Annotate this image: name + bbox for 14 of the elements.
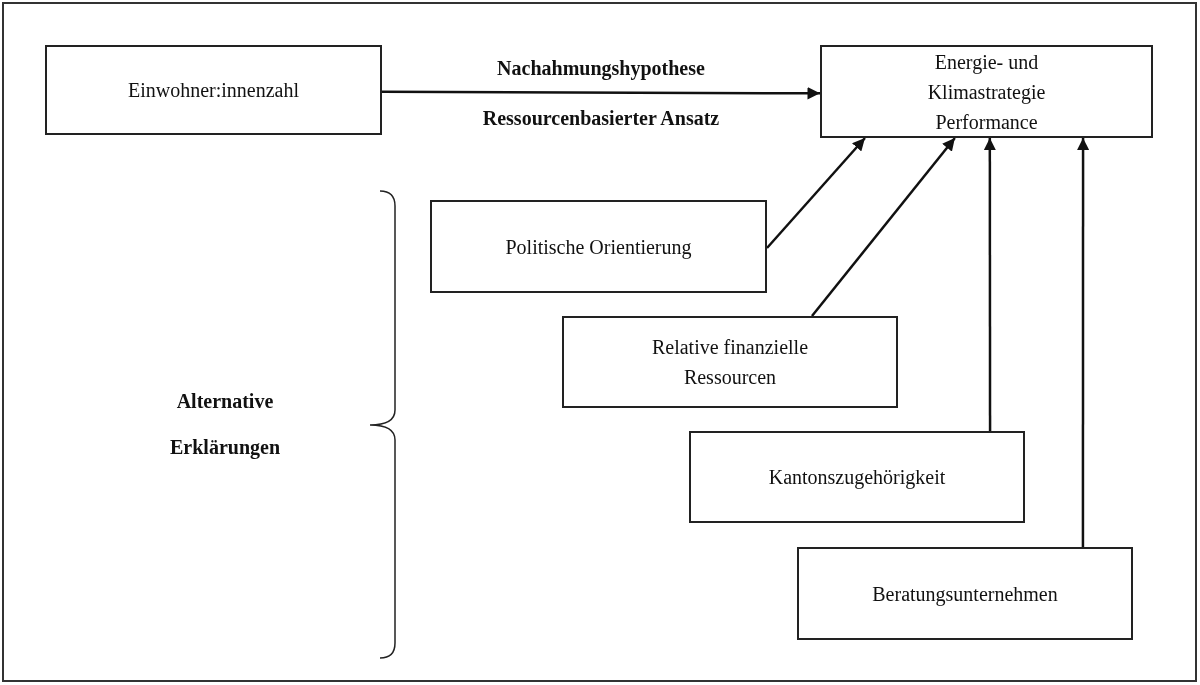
variable-box: Einwohner:innenzahl bbox=[45, 45, 382, 135]
annotation-text: Ressourcenbasierter Ansatz bbox=[481, 106, 721, 131]
variable-box: Kantonszugehörigkeit bbox=[689, 431, 1025, 523]
edge-label: Nachahmungshypothese bbox=[496, 56, 706, 82]
variable-box: Energie- und Klimastrategie Performance bbox=[820, 45, 1153, 138]
group-label: Alternative Erklärungen bbox=[169, 389, 281, 461]
variable-box: Beratungsunternehmen bbox=[797, 547, 1133, 640]
arrow bbox=[766, 137, 866, 249]
arrow bbox=[1076, 138, 1090, 547]
arrow bbox=[382, 87, 820, 100]
arrow bbox=[983, 138, 997, 431]
arrow bbox=[811, 137, 956, 317]
variable-box: Politische Orientierung bbox=[430, 200, 767, 293]
variable-box: Relative finanzielle Ressourcen bbox=[562, 316, 898, 408]
